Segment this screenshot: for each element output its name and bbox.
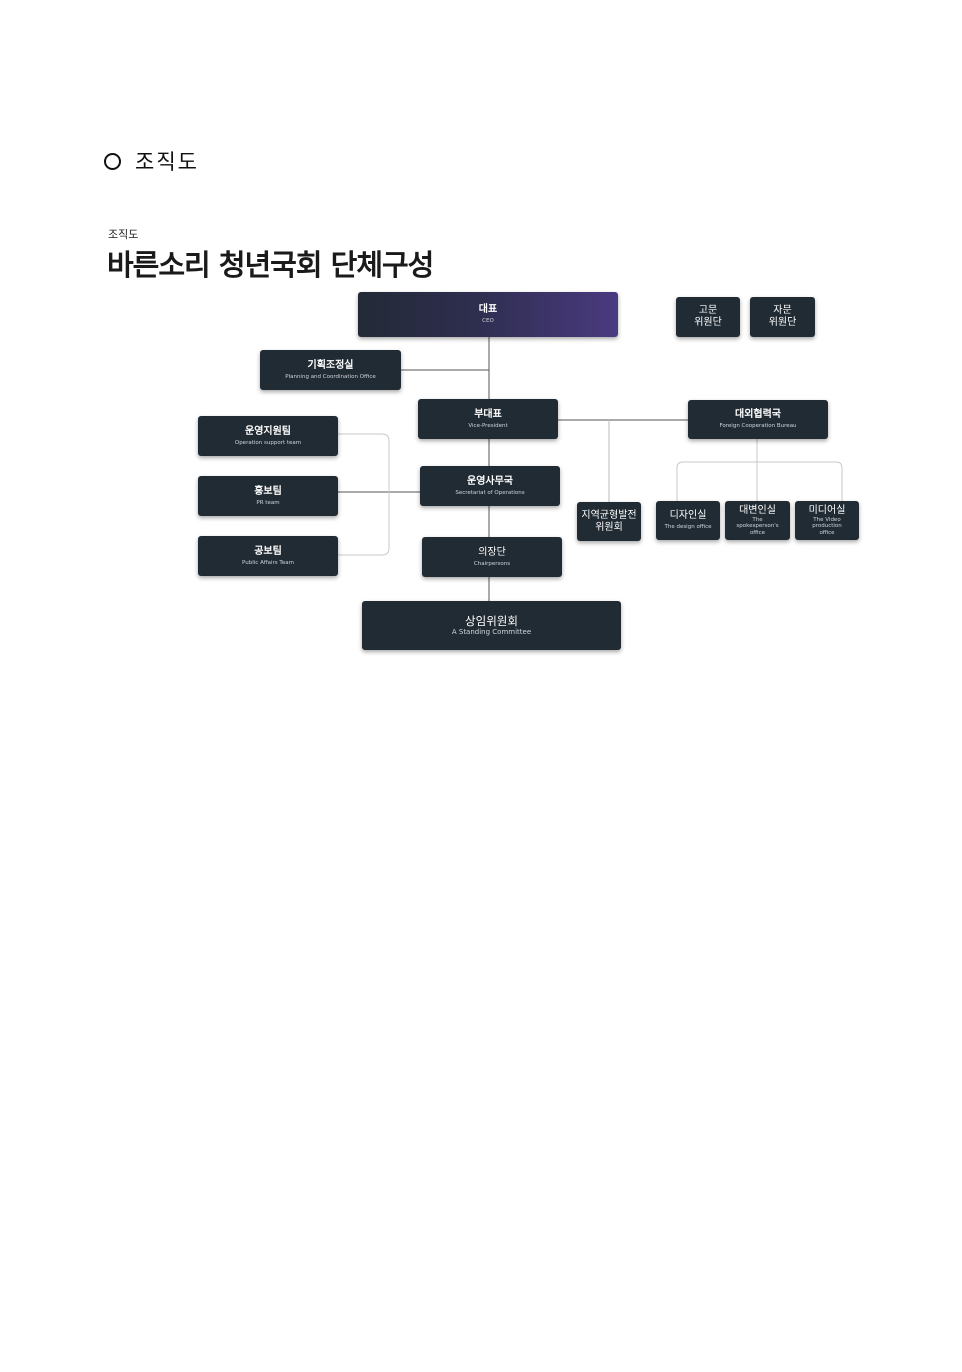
design-office-box: 디자인실 The design office: [656, 501, 720, 540]
advisory-committee-label: 자문 위원단: [768, 305, 797, 328]
operation-support-label-en: Operation support team: [234, 439, 302, 446]
heading-text: 조직도: [135, 150, 199, 174]
connector-bureau-bracket: [676, 461, 843, 501]
media-office-label: 미디어실: [808, 504, 846, 516]
spokesperson-office-label: 대변인실: [739, 504, 776, 516]
public-affairs-label-en: Public Affairs Team: [242, 559, 294, 566]
ceo-box: 대표 CEO: [358, 292, 618, 337]
ceo-label-en: CEO: [482, 318, 494, 324]
chairpersons-label: 의장단: [478, 546, 506, 558]
standing-committee-label: 상임위원회: [465, 614, 518, 628]
vice-president-box: 부대표 Vice-President: [418, 399, 558, 439]
connector-teams-bracket: [338, 433, 390, 556]
chairpersons-box: 의장단 Chairpersons: [422, 537, 562, 577]
foreign-bureau-label: 대외협력국: [735, 409, 781, 420]
advisors-box: 고문 위원단: [676, 297, 740, 337]
secretariat-label: 운영사무국: [467, 475, 513, 487]
public-affairs-label: 공보팀: [254, 545, 282, 557]
secretariat-label-en: Secretariat of Operations: [455, 489, 525, 496]
diagram-caption: 조직도: [108, 228, 139, 241]
pr-team-label: 홍보팀: [254, 485, 282, 497]
section-heading: 조직도: [104, 146, 199, 176]
operation-support-label: 운영지원팀: [245, 425, 291, 437]
media-office-box: 미디어실 The Video production office: [795, 501, 859, 540]
regional-committee-label: 지역균형발전 위원회: [581, 509, 637, 533]
operation-support-box: 운영지원팀 Operation support team: [198, 416, 338, 456]
advisors-label: 고문 위원단: [694, 305, 722, 328]
vice-president-label: 부대표: [474, 408, 502, 420]
spokesperson-office-box: 대변인실 The spokesperson's office: [725, 501, 790, 540]
pr-team-label-en: PR team: [256, 499, 280, 506]
planning-office-box: 기획조정실 Planning and Coordination Office: [260, 350, 401, 390]
standing-committee-label-en: A Standing Committee: [451, 628, 532, 636]
regional-committee-box: 지역균형발전 위원회: [577, 502, 641, 541]
chairpersons-label-en: Chairpersons: [473, 560, 511, 567]
standing-committee-box: 상임위원회 A Standing Committee: [362, 601, 621, 650]
media-office-label-en: The Video production office: [812, 516, 842, 536]
ceo-label: 대표: [478, 304, 498, 315]
design-office-label-en: The design office: [664, 524, 712, 530]
pr-team-box: 홍보팀 PR team: [198, 476, 338, 516]
circle-bullet-icon: [104, 152, 121, 170]
spokesperson-office-label-en: The spokesperson's office: [736, 516, 779, 536]
secretariat-box: 운영사무국 Secretariat of Operations: [420, 466, 560, 506]
design-office-label: 디자인실: [669, 510, 707, 521]
diagram-title: 바른소리 청년국회 단체구성: [107, 248, 434, 282]
advisory-committee-box: 자문 위원단: [750, 297, 815, 337]
planning-office-label: 기획조정실: [307, 359, 354, 371]
vice-president-label-en: Vice-President: [468, 422, 508, 429]
foreign-bureau-box: 대외협력국 Foreign Cooperation Bureau: [688, 400, 828, 439]
public-affairs-box: 공보팀 Public Affairs Team: [198, 536, 338, 576]
planning-office-label-en: Planning and Coordination Office: [285, 373, 376, 380]
foreign-bureau-label-en: Foreign Cooperation Bureau: [719, 423, 797, 429]
